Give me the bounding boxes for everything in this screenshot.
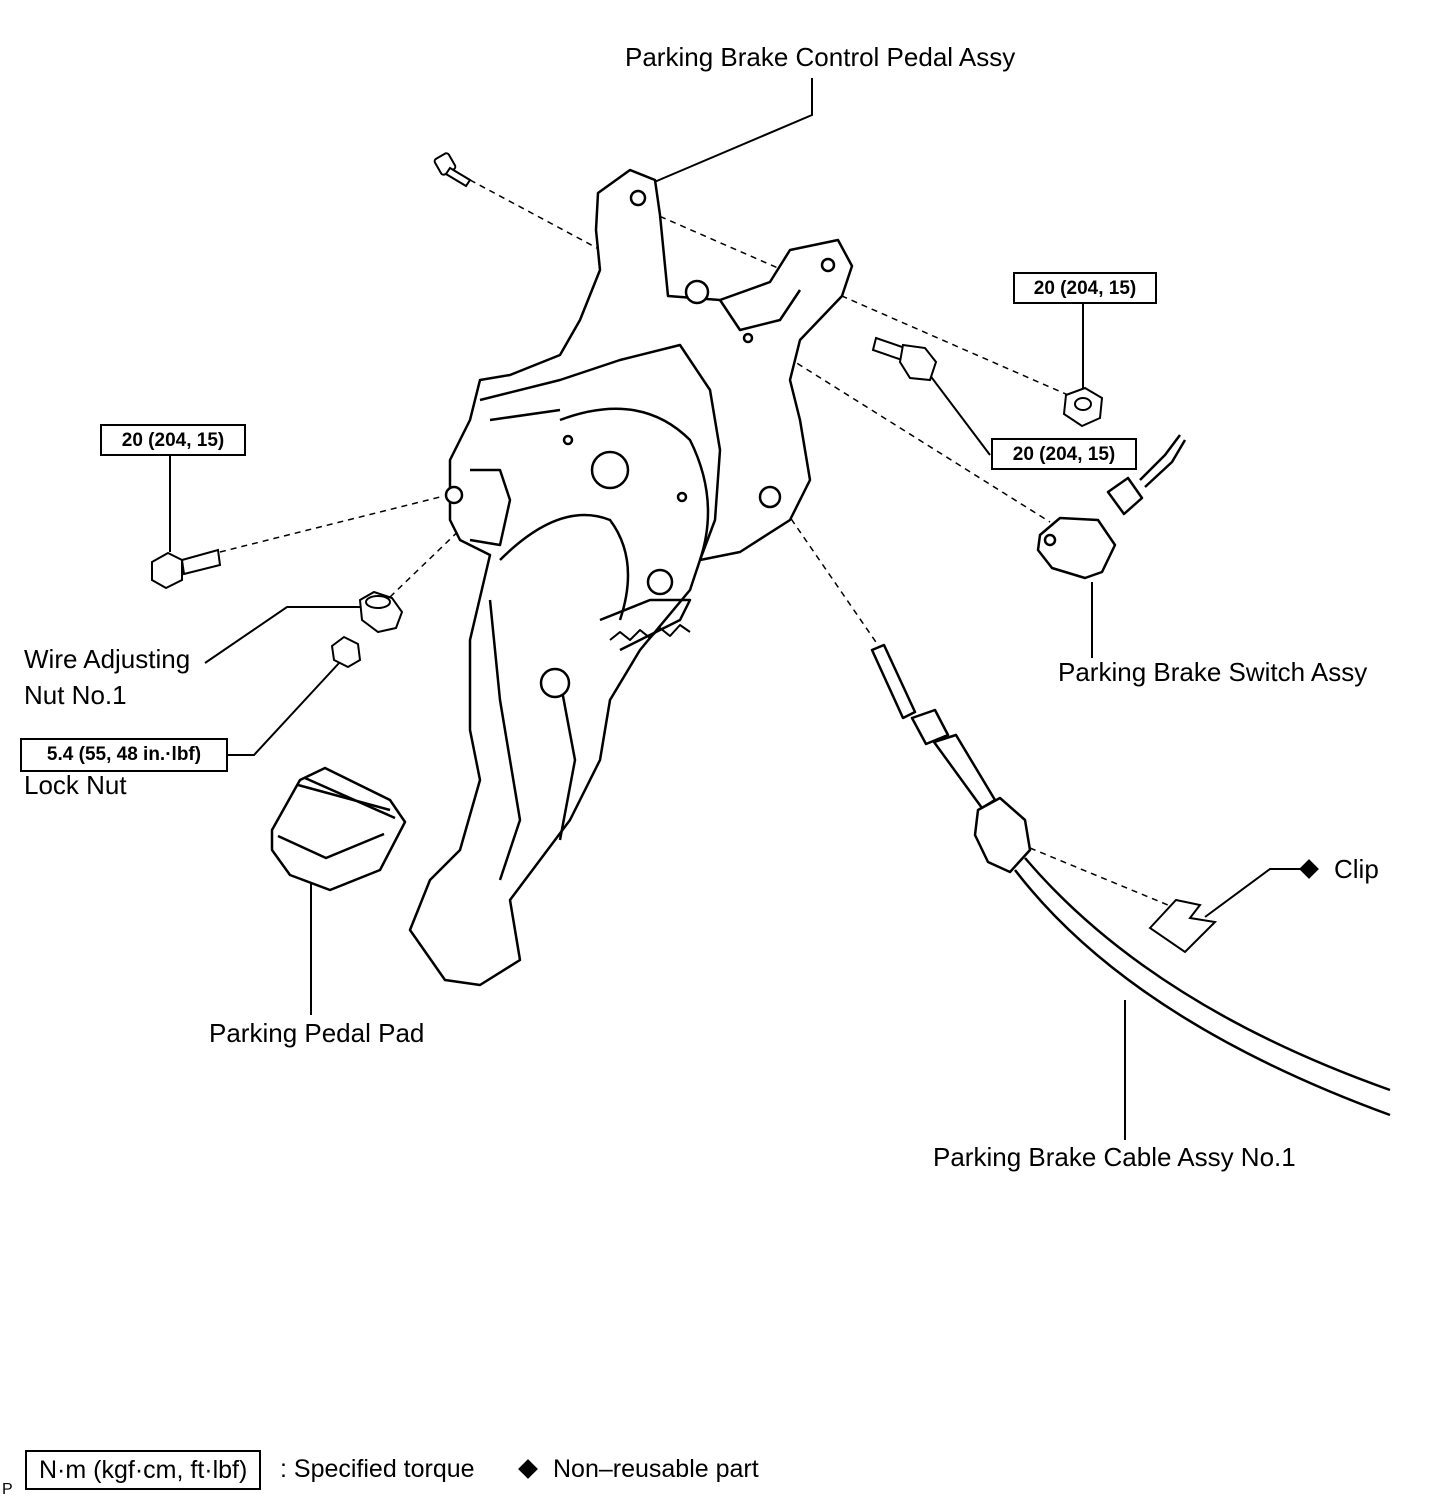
wire-adjusting-label-line2: Nut No.1 xyxy=(24,680,127,710)
clip-part xyxy=(1148,898,1218,954)
nut-right-part xyxy=(1062,386,1104,428)
torque-bolt-left: 20 (204, 15) xyxy=(100,424,246,456)
clip-label: Clip xyxy=(1334,854,1379,884)
dash-clip xyxy=(1029,847,1181,911)
cable-part xyxy=(870,643,1391,1117)
legend-torque-desc: : Specified torque xyxy=(280,1455,475,1483)
switch-assy-label: Parking Brake Switch Assy xyxy=(1058,657,1368,687)
leader-bolt-right xyxy=(925,369,991,456)
bolt-right-part xyxy=(871,336,938,382)
torque-nut-right: 20 (204, 15) xyxy=(1013,272,1157,304)
cable-assy-label: Parking Brake Cable Assy No.1 xyxy=(933,1142,1296,1172)
pedal-pad-part xyxy=(270,766,407,892)
dash-switch xyxy=(759,339,1051,523)
pedal-pad-label: Parking Pedal Pad xyxy=(209,1018,425,1048)
lock-nut-part xyxy=(330,635,362,669)
lock-nut-label: Lock Nut xyxy=(24,770,127,800)
torque-bolt-right: 20 (204, 15) xyxy=(991,438,1137,470)
leader-control-pedal xyxy=(651,78,813,184)
leader-clip xyxy=(1204,868,1300,918)
bolt-left-part xyxy=(151,548,222,590)
control-pedal-label: Parking Brake Control Pedal Assy xyxy=(625,42,1016,72)
dash-left-bolt xyxy=(219,496,441,553)
legend-torque-box: N·m (kgf·cm, ft·lbf) xyxy=(25,1450,262,1490)
upper-screw-part xyxy=(433,152,472,188)
legend-nonreusable-desc: Non–reusable part xyxy=(553,1455,759,1483)
dash-upper-left-screw xyxy=(469,179,611,256)
pedal-holes xyxy=(444,189,836,699)
leader-lock-nut xyxy=(228,661,341,756)
torque-lock-nut: 5.4 (55, 48 in.·lbf) xyxy=(20,738,228,772)
switch-part xyxy=(1036,434,1187,580)
wire-adjusting-label-line1: Wire Adjusting xyxy=(24,644,191,674)
wire-nut-part xyxy=(358,590,404,634)
corner-mark: P xyxy=(2,1481,13,1498)
leader-wire-nut xyxy=(204,606,360,664)
dash-cable xyxy=(784,509,881,649)
pedal-assembly xyxy=(408,168,854,987)
